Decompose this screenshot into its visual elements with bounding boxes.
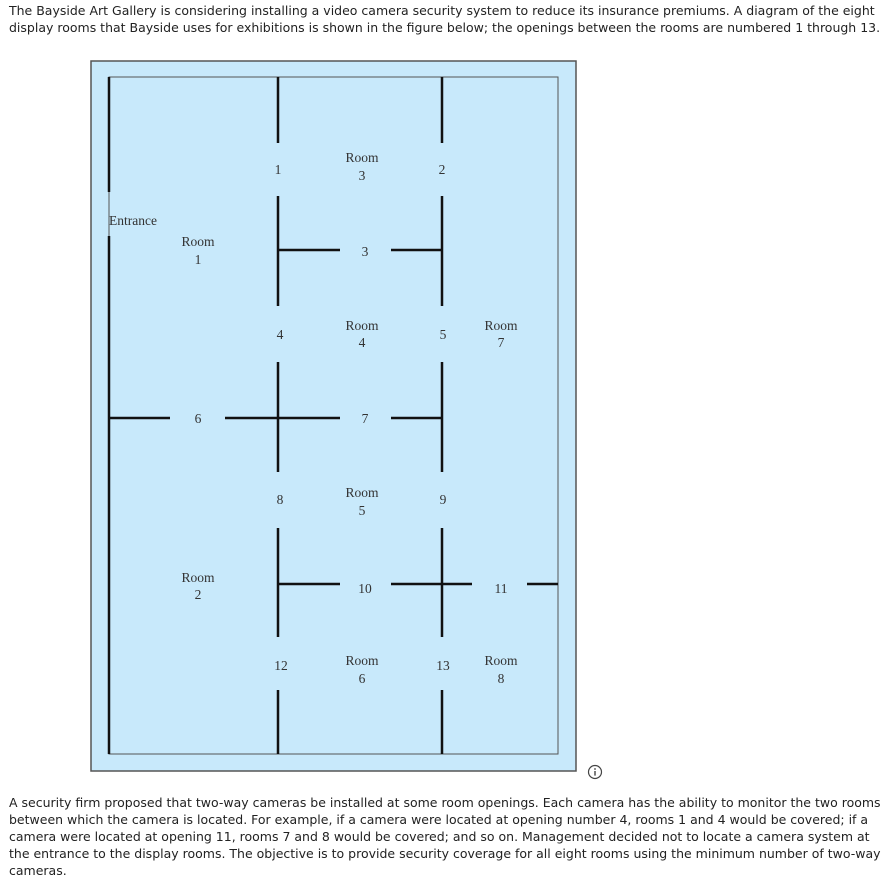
entrance-label: Entrance: [109, 213, 157, 228]
intro-paragraph: The Bayside Art Gallery is considering i…: [9, 3, 881, 35]
opening-6: 6: [195, 411, 202, 426]
room-6-word: Room: [345, 653, 379, 668]
info-icon[interactable]: [587, 764, 603, 780]
room-1-num: 1: [195, 252, 202, 267]
room-6-num: 6: [359, 671, 366, 686]
opening-11: 11: [495, 581, 508, 596]
opening-9: 9: [440, 492, 447, 507]
room-2-word: Room: [181, 570, 215, 585]
opening-1: 1: [275, 162, 282, 177]
opening-8: 8: [277, 492, 284, 507]
room-3-word: Room: [345, 150, 379, 165]
room-5-word: Room: [345, 485, 379, 500]
room-3-num: 3: [359, 168, 366, 183]
opening-12: 12: [274, 658, 288, 673]
room-2-num: 2: [195, 587, 202, 602]
opening-4: 4: [277, 327, 284, 342]
opening-5: 5: [440, 327, 447, 342]
opening-7: 7: [362, 411, 369, 426]
gallery-floor-plan: Entrance Room 1 Room 2 Room 3 Room 4 Roo…: [90, 60, 603, 780]
room-8-num: 8: [498, 671, 505, 686]
room-8-word: Room: [484, 653, 518, 668]
room-4-num: 4: [359, 335, 366, 350]
opening-13: 13: [436, 658, 450, 673]
problem-paragraph: A security firm proposed that two-way ca…: [9, 795, 881, 878]
room-1-word: Room: [181, 234, 215, 249]
opening-10: 10: [358, 581, 372, 596]
room-7-num: 7: [498, 335, 505, 350]
opening-3: 3: [362, 244, 369, 259]
room-4-word: Room: [345, 318, 379, 333]
inner-frame: [108, 76, 559, 755]
opening-2: 2: [439, 162, 446, 177]
room-5-num: 5: [359, 503, 366, 518]
room-7-word: Room: [484, 318, 518, 333]
walls: [107, 77, 558, 754]
